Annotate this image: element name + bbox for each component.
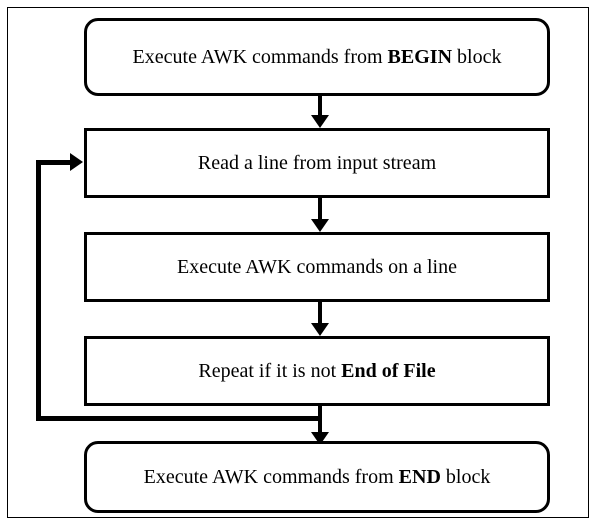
node-begin-block[interactable]: Execute AWK commands from BEGIN block xyxy=(84,18,550,96)
edge-loop-back-bottom-segment xyxy=(36,416,322,421)
node-execute-on-line-label: Execute AWK commands on a line xyxy=(177,255,457,278)
edge-begin-to-read-line xyxy=(318,96,322,118)
node-read-line[interactable]: Read a line from input stream xyxy=(84,128,550,198)
node-read-line-label: Read a line from input stream xyxy=(197,151,437,174)
edge-loop-back-top-segment xyxy=(36,160,74,165)
node-begin-block-label: Execute AWK commands from BEGIN block xyxy=(132,45,502,68)
node-execute-on-line[interactable]: Execute AWK commands on a line xyxy=(84,232,550,302)
node-repeat-check-label: Repeat if it is not End of File xyxy=(198,359,436,382)
edge-execute-to-repeat-line xyxy=(318,302,322,325)
node-repeat-check[interactable]: Repeat if it is not End of File xyxy=(84,336,550,406)
edge-read-to-execute-arrowhead xyxy=(311,219,329,232)
edge-loop-back-arrowhead xyxy=(70,153,83,171)
edge-begin-to-read-arrowhead xyxy=(311,115,329,128)
edge-loop-back-left-segment xyxy=(36,160,41,418)
edge-repeat-to-end-line xyxy=(318,406,322,438)
node-end-block-label: Execute AWK commands from END block xyxy=(143,465,491,488)
edge-execute-to-repeat-arrowhead xyxy=(311,323,329,336)
node-end-block[interactable]: Execute AWK commands from END block xyxy=(84,441,550,513)
edge-read-to-execute-line xyxy=(318,198,322,221)
